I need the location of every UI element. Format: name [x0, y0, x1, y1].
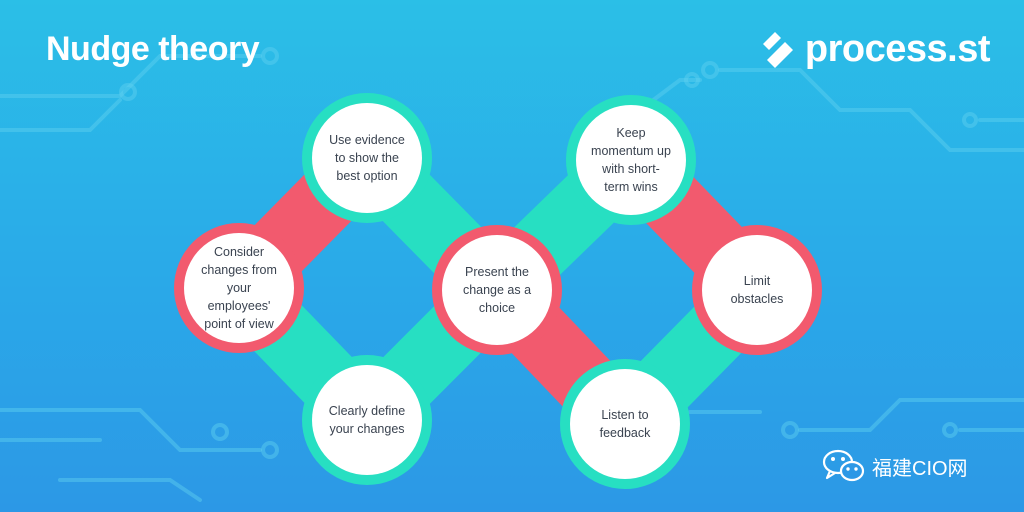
- watermark-text: 福建CIO网: [872, 457, 968, 480]
- node-disc-momentum: [576, 105, 686, 215]
- node-label-present: Present the change as a choice: [462, 265, 532, 315]
- brand-name: process.st: [804, 28, 991, 70]
- watermark: 福建CIO网: [822, 448, 968, 484]
- wechat-icon: [822, 449, 865, 482]
- node-label-consider: Consider changes from your employees' po…: [201, 245, 277, 331]
- page-title: Nudge theory: [46, 30, 260, 68]
- node-disc-limit: [702, 235, 812, 345]
- node-disc-define: [312, 365, 422, 475]
- node-label-listen: Listen to feedback: [599, 408, 651, 440]
- brand-logo: process.st: [759, 28, 991, 71]
- node-disc-consider: [184, 233, 294, 343]
- node-label-define: Clearly define your changes: [328, 404, 406, 436]
- node-label-evidence: Use evidence to show the best option: [329, 133, 405, 183]
- node-disc-listen: [570, 369, 680, 479]
- node-label-momentum: Keep momentum up with short-term wins: [591, 126, 671, 194]
- node-disc-evidence: [312, 103, 422, 213]
- process-st-logo-icon: [762, 31, 793, 68]
- node-disc-present: [442, 235, 552, 345]
- node-label-limit: Limit obstacles: [730, 274, 784, 306]
